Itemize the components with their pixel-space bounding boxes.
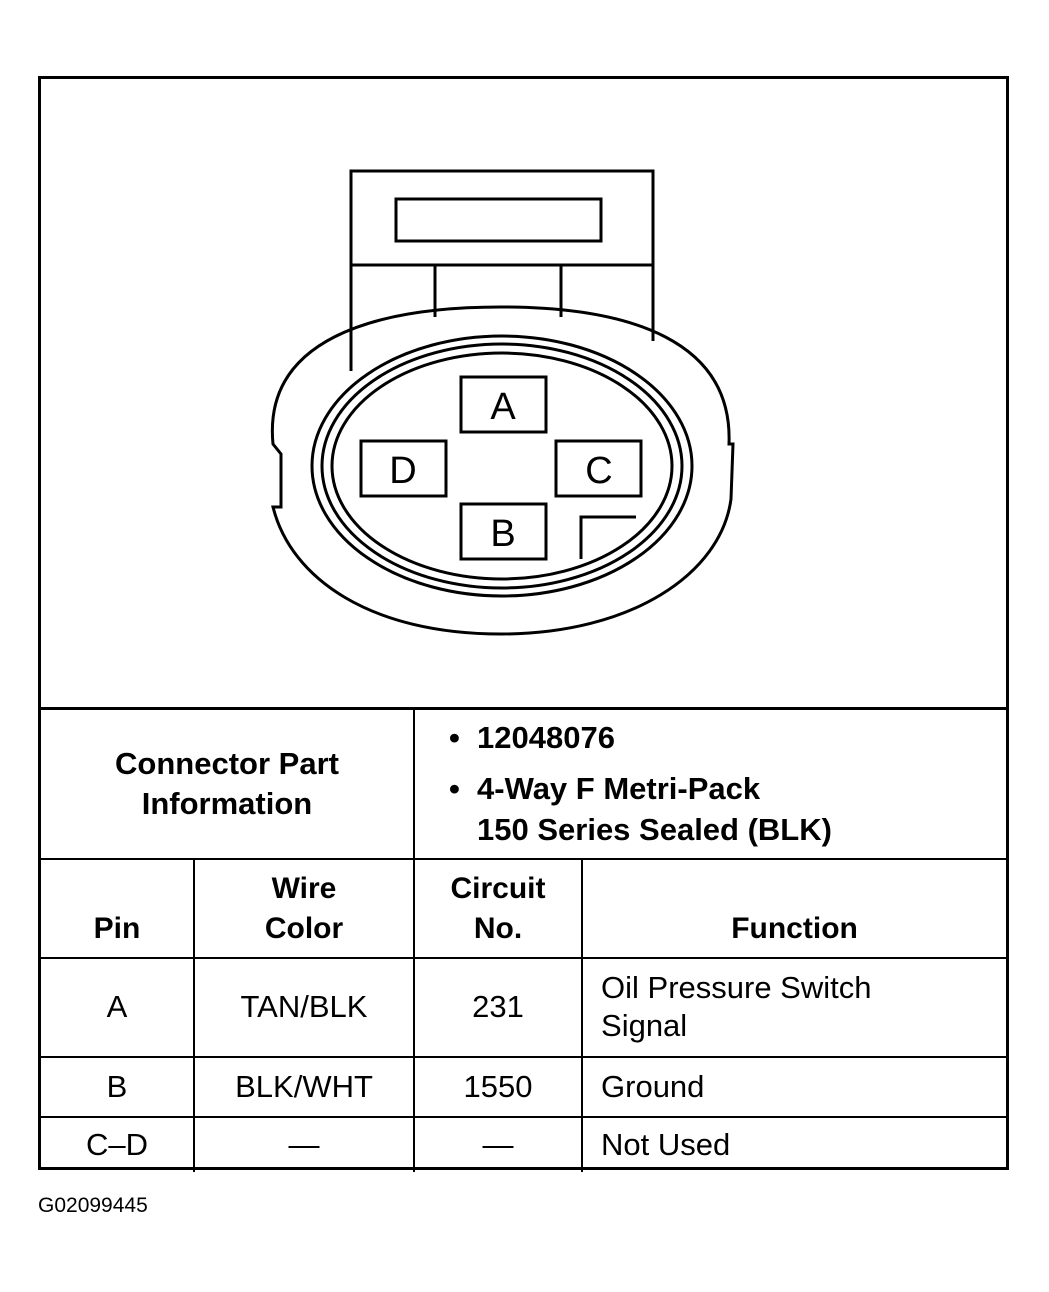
pin-cavity-c: [554, 439, 643, 498]
bullet-icon: •: [449, 720, 460, 756]
cell-pin: A: [41, 956, 195, 1058]
pin-cavity-d: [359, 439, 448, 498]
part-number-item: • 12048076: [449, 717, 1006, 758]
figure-id: G02099445: [38, 1194, 148, 1217]
bullet-icon: •: [449, 771, 460, 807]
header-function: Function: [581, 857, 1007, 959]
connector-info-table: Connector Part Information • 12048076 • …: [41, 707, 1007, 1172]
connector-part-row: Connector Part Information • 12048076 • …: [41, 707, 1007, 860]
cell-circuit: 1550: [413, 1055, 584, 1118]
header-circuit-no: Circuit No.: [413, 857, 584, 959]
cell-pin: C–D: [41, 1115, 195, 1172]
cell-circuit: —: [413, 1115, 584, 1172]
pin-cavity-a: [459, 375, 548, 434]
pin-label-a: A: [490, 386, 516, 428]
connector-face-drawing: A D C B: [270, 169, 735, 636]
cell-wire-color: BLK/WHT: [192, 1055, 416, 1118]
connector-lock-tab: [349, 169, 655, 371]
table-row: C–D — — Not Used: [41, 1115, 1007, 1172]
part-description-item: • 4-Way F Metri-Pack 150 Series Sealed (…: [449, 768, 1006, 850]
cell-function: Not Used: [581, 1115, 1007, 1172]
diagram-frame: A D C B Connector Part Information • 120…: [38, 76, 1009, 1172]
cell-wire-color: —: [192, 1115, 416, 1172]
header-wire-color: Wire Color: [192, 857, 416, 959]
cell-circuit: 231: [413, 956, 584, 1058]
cell-pin: B: [41, 1055, 195, 1118]
connector-part-label: Connector Part Information: [41, 707, 416, 860]
pin-label-d: D: [389, 450, 416, 492]
table-row: B BLK/WHT 1550 Ground: [41, 1055, 1007, 1118]
table-header-row: Pin Wire Color Circuit No. Function: [41, 857, 1007, 959]
connector-seal-outer: [310, 334, 694, 598]
connector-seal-inner: [330, 351, 674, 581]
header-pin: Pin: [41, 857, 195, 959]
cell-function: Ground: [581, 1055, 1007, 1118]
connector-tab-window: [394, 197, 603, 243]
pin-label-b: B: [490, 513, 515, 555]
cell-wire-color: TAN/BLK: [192, 956, 416, 1058]
cell-function: Oil Pressure Switch Signal: [581, 956, 1007, 1058]
pin-cavity-b: [459, 502, 548, 561]
connector-seal-middle: [320, 342, 684, 590]
part-description-line2: 150 Series Sealed (BLK): [477, 812, 832, 848]
table-row: A TAN/BLK 231 Oil Pressure Switch Signal: [41, 956, 1007, 1058]
pin-label-c: C: [585, 450, 612, 492]
part-number: 12048076: [477, 720, 615, 756]
connector-key-notch: [579, 515, 636, 559]
connector-outer-shell: [270, 305, 735, 636]
part-description-line1: 4-Way F Metri-Pack: [477, 771, 761, 807]
connector-part-details: • 12048076 • 4-Way F Metri-Pack 150 Seri…: [413, 707, 1007, 860]
